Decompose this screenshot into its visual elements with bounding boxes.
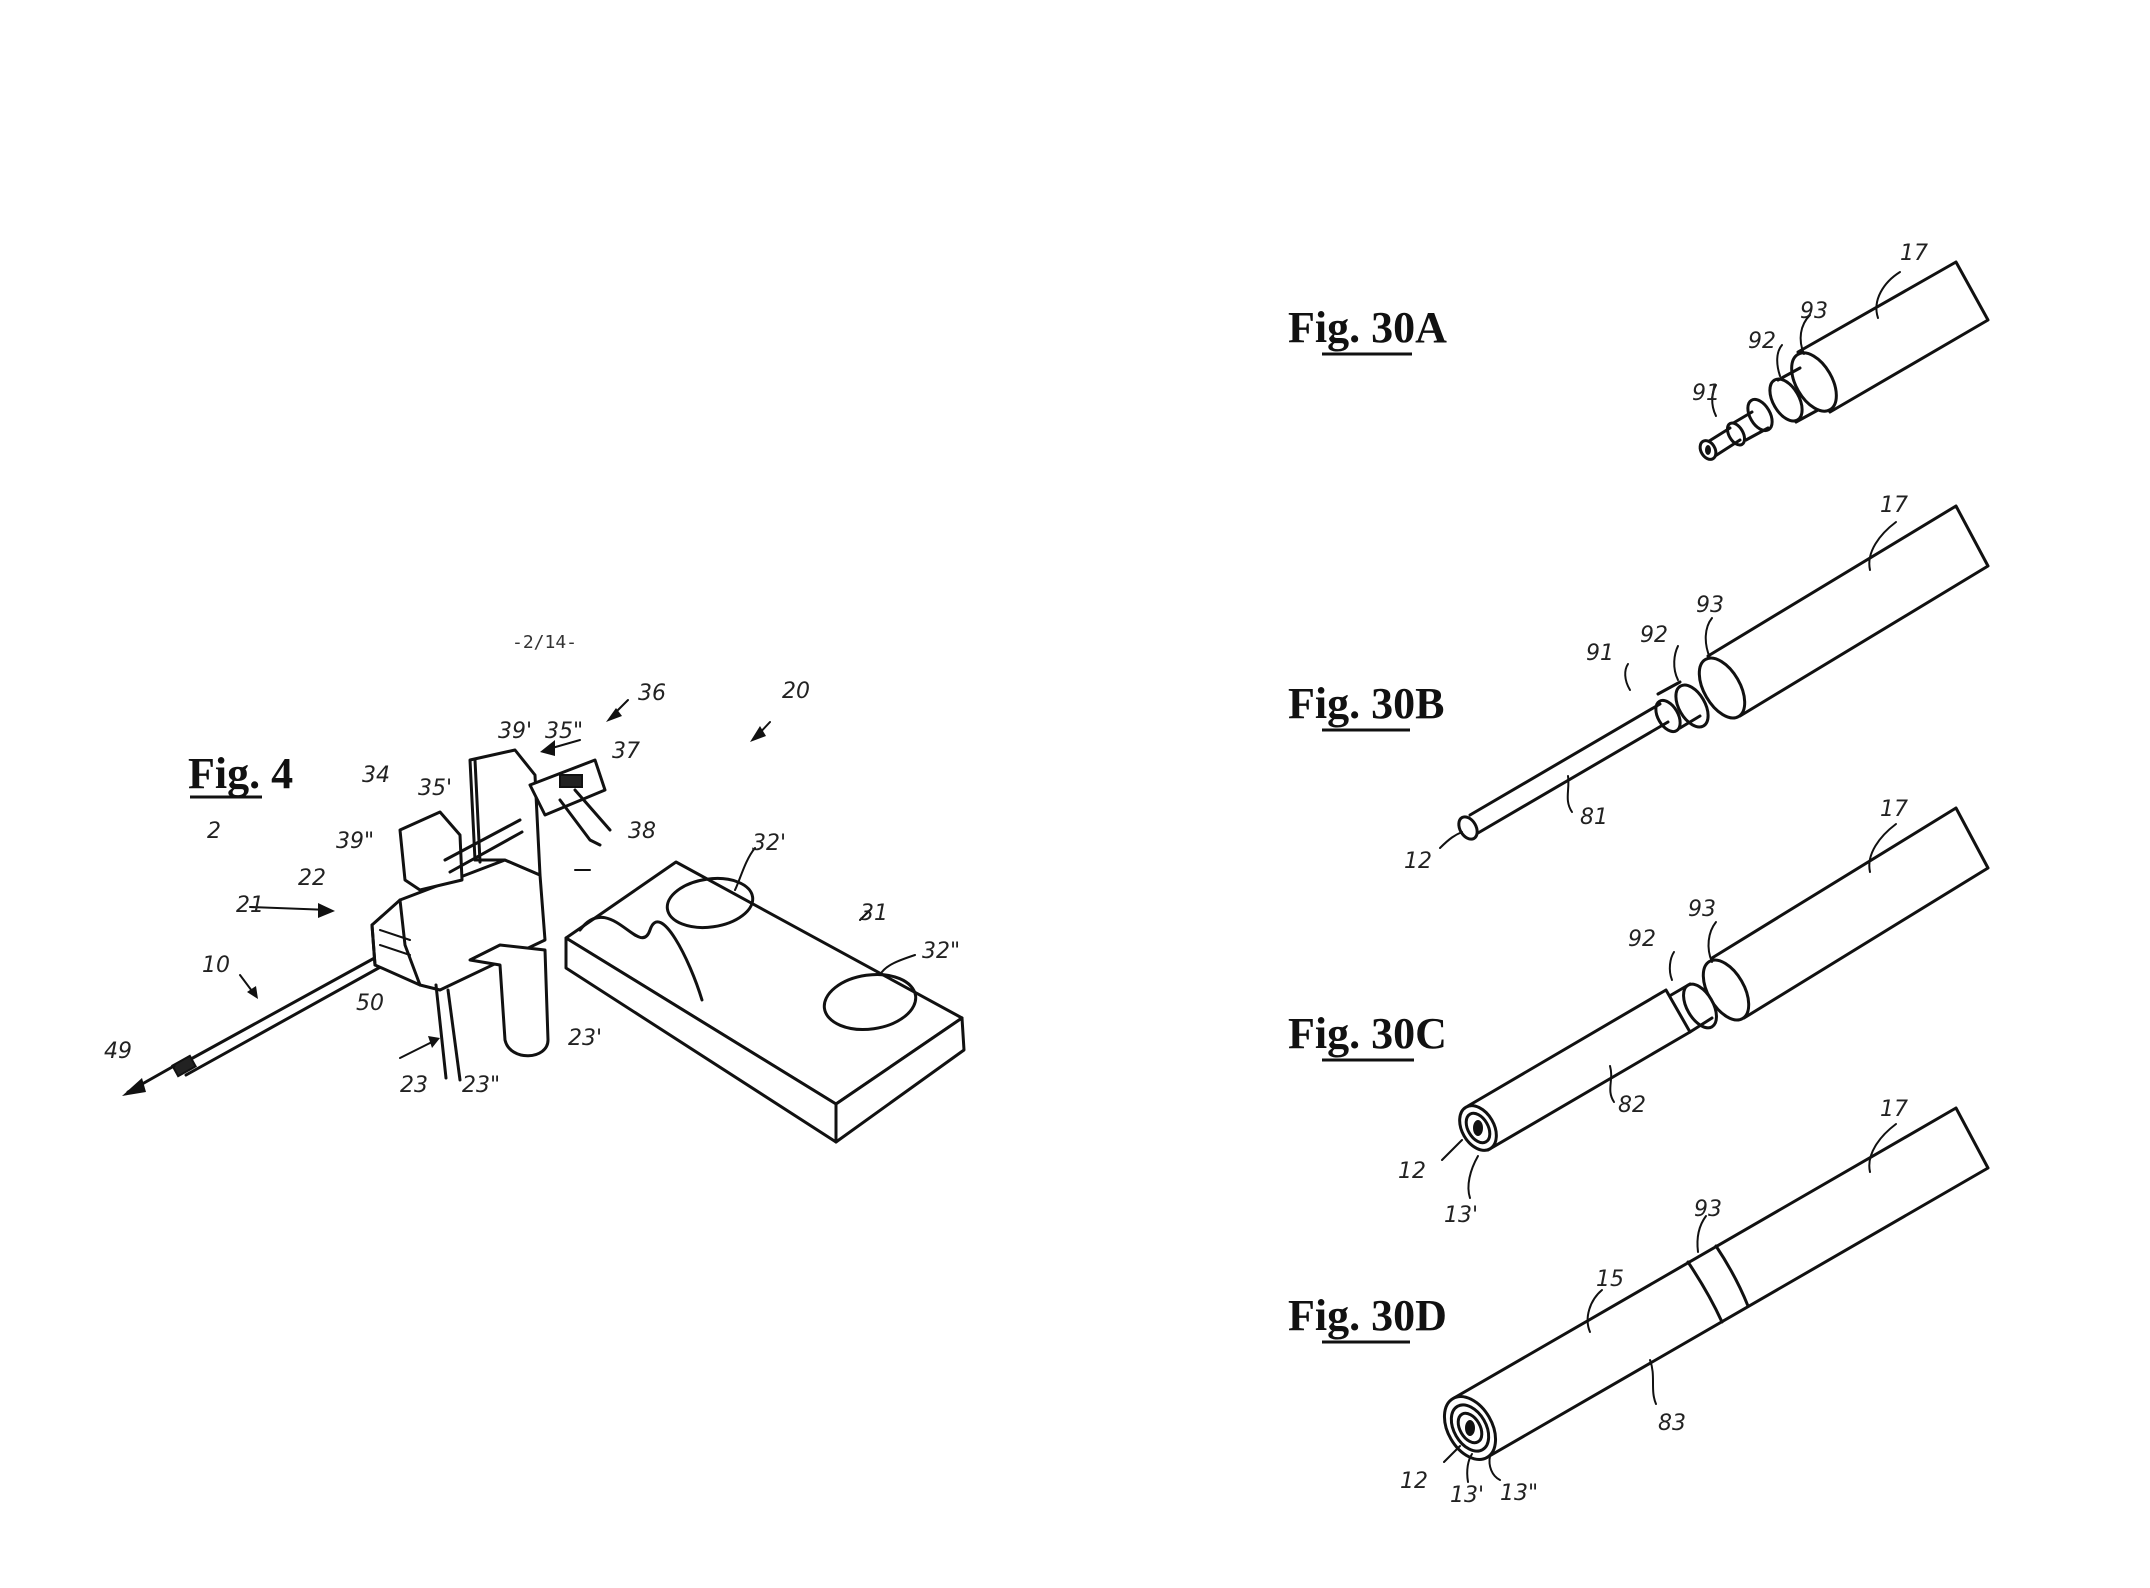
label-38: 38 (628, 819, 656, 844)
fig-30d-label-13-prime: 13' (1450, 1483, 1484, 1508)
label-34: 34 (362, 763, 390, 788)
needle-10 (122, 953, 386, 1096)
fig-30c-label-82: 82 (1618, 1093, 1646, 1118)
fig-30a-catheter (1698, 260, 1990, 461)
fig-30b-label-92: 92 (1640, 623, 1668, 648)
label-32-prime: 32' (752, 831, 786, 856)
label-39-prime: 39' (498, 719, 532, 744)
fig-30a-label-91: 91 (1692, 381, 1720, 406)
fig-30b-label-93: 93 (1696, 593, 1724, 618)
fig-4-title: Fig. 4 (188, 749, 293, 798)
label-22: 22 (298, 866, 326, 891)
base-plate-31 (564, 860, 966, 1144)
fig-30b-label-12: 12 (1404, 849, 1432, 874)
clip-36-37-38 (528, 758, 612, 847)
fig-30d: Fig. 30D 17 93 15 83 12 13' 13" (1288, 1097, 1990, 1508)
page-number: -2/14- (512, 632, 577, 653)
label-10: 10 (202, 953, 230, 978)
fig-30b: Fig. 30B 17 93 92 91 81 12 (1288, 493, 1990, 874)
label-32-double-prime: 32" (922, 939, 960, 964)
fig-30b-label-91: 91 (1586, 641, 1614, 666)
fig-30d-title: Fig. 30D (1288, 1291, 1447, 1340)
label-23-double-prime: 23" (462, 1073, 500, 1098)
fig-30a-label-92: 92 (1748, 329, 1776, 354)
label-21: 21 (236, 893, 264, 918)
label-35-prime: 35' (418, 776, 452, 801)
fig-30d-catheter (1442, 1106, 1990, 1461)
wing-39 (398, 748, 542, 892)
label-49: 49 (104, 1039, 132, 1064)
fig-30a-title: Fig. 30A (1288, 303, 1447, 352)
fig-30d-label-12: 12 (1400, 1469, 1428, 1494)
label-37: 37 (612, 739, 640, 764)
fig-30d-label-13-double-prime: 13" (1500, 1481, 1538, 1506)
fig-30d-label-83: 83 (1658, 1411, 1686, 1436)
fig-30d-label-93: 93 (1694, 1197, 1722, 1222)
fig-30b-title: Fig. 30B (1288, 679, 1444, 728)
fig-30d-label-15: 15 (1596, 1267, 1624, 1292)
label-50: 50 (356, 991, 384, 1016)
fig-30b-catheter (1457, 504, 1990, 841)
label-39-double-prime: 39" (336, 829, 374, 854)
fig-30c-label-17: 17 (1880, 797, 1908, 822)
label-36: 36 (638, 681, 666, 706)
fig-30d-label-17: 17 (1880, 1097, 1908, 1122)
fig-30b-label-17: 17 (1880, 493, 1908, 518)
fig-30c-label-92: 92 (1628, 927, 1656, 952)
fig-30c-title: Fig. 30C (1288, 1009, 1447, 1058)
fig-4-leader-lines (239, 699, 916, 1059)
label-23: 23 (400, 1073, 428, 1098)
fig-30c-catheter (1458, 806, 1990, 1152)
label-23-prime: 23' (568, 1026, 602, 1051)
fig-30a-label-17: 17 (1900, 241, 1928, 266)
fig-30a-label-93: 93 (1800, 299, 1828, 324)
fig-30a: Fig. 30A 17 93 92 91 (1288, 241, 1990, 461)
fig-4: -2/14- Fig. 4 (104, 632, 966, 1144)
fig-30c-label-12: 12 (1398, 1159, 1426, 1184)
label-20: 20 (782, 679, 810, 704)
label-2: 2 (207, 819, 221, 844)
fig-30c: Fig. 30C 17 93 92 82 12 13' (1288, 797, 1990, 1228)
fig-30c-label-93: 93 (1688, 897, 1716, 922)
fig-30b-label-81: 81 (1580, 805, 1608, 830)
legs-23 (434, 943, 550, 1082)
label-31: 31 (860, 901, 888, 926)
fig-30c-label-13-prime: 13' (1444, 1203, 1478, 1228)
label-35-double-prime: 35" (545, 719, 583, 744)
